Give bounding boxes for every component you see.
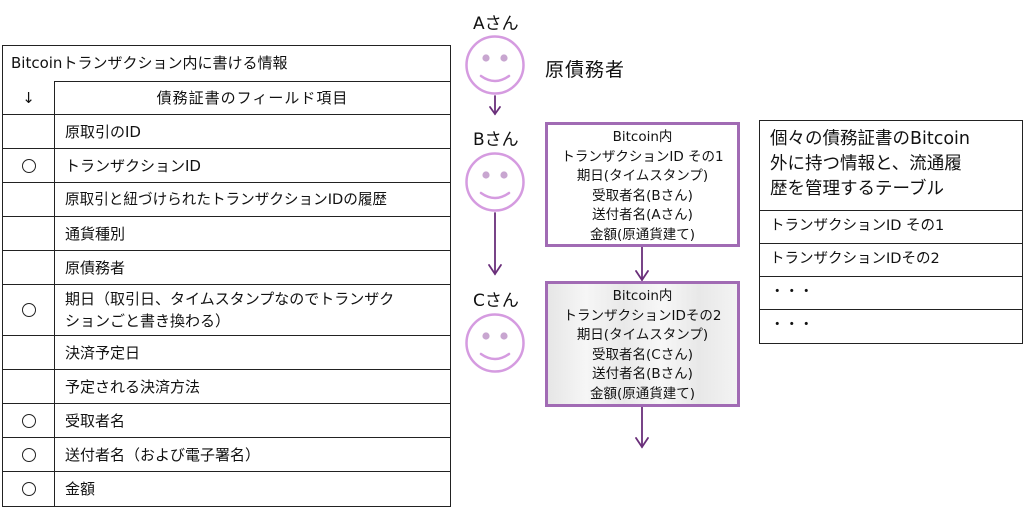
mark-cell xyxy=(3,149,54,182)
field-label: トランザクションID xyxy=(54,149,450,182)
arrow-tx2-to-next xyxy=(635,405,649,449)
field-items-table: Bitcoinトランザクション内に書ける情報 ↓ 債務証書のフィールド項目 原取… xyxy=(2,45,451,507)
role-label-original-debtor: 原債務者 xyxy=(545,59,626,81)
table-header-line: 外に持つ情報と、流通履 xyxy=(770,154,962,174)
tx-line: Bitcoin内 xyxy=(612,129,673,145)
field-label: 通貨種別 xyxy=(54,217,450,250)
circle-mark-icon xyxy=(21,482,36,496)
person-b-label: Bさん xyxy=(473,130,519,150)
table-row: ・・・ xyxy=(760,276,1022,309)
circle-mark-icon xyxy=(21,303,36,317)
table-row: ・・・ xyxy=(760,309,1022,342)
field-label: 受取者名 xyxy=(54,404,450,437)
tx-line: 金額(原通貨建て) xyxy=(589,385,696,402)
table-row: 原債務者 xyxy=(3,250,450,284)
field-label: 原取引と紐づけられたトランザクションIDの履歴 xyxy=(54,183,450,216)
field-label: 期日（取引日、タイムスタンプなのでトランザク ションごと書き換わる） xyxy=(54,285,450,335)
field-label: 金額 xyxy=(54,472,450,506)
mark-cell xyxy=(3,183,54,216)
tx-line: 期日(タイムスタンプ) xyxy=(576,327,709,343)
table-row: 期日（取引日、タイムスタンプなのでトランザク ションごと書き換わる） xyxy=(3,284,450,335)
smiley-face-icon xyxy=(465,35,525,95)
table-title: Bitcoinトランザクション内に書ける情報 xyxy=(11,54,288,72)
table-row: 予定される決済方法 xyxy=(3,369,450,403)
transaction-box-1: Bitcoin内 トランザクションID その1 期日(タイムスタンプ) 受取者名… xyxy=(545,122,740,247)
field-label: 原債務者 xyxy=(54,251,450,284)
field-label-line: ションごと書き換わる） xyxy=(65,312,231,330)
smiley-face-icon xyxy=(465,313,525,373)
arrow-a-to-b xyxy=(489,95,501,116)
table-row: トランザクションID xyxy=(3,148,450,182)
arrow-tx1-to-tx2 xyxy=(635,246,649,282)
tx-line: 送付者名(Aさん) xyxy=(592,207,693,223)
table-header: 個々の債務証書のBitcoin 外に持つ情報と、流通履 歴を管理するテーブル xyxy=(760,121,1022,210)
table-row: トランザクションIDその2 xyxy=(760,243,1022,276)
mark-cell xyxy=(3,336,54,369)
field-label: 原取引のID xyxy=(54,115,450,148)
table-row: 原取引のID xyxy=(3,114,450,148)
field-label-line: 期日（取引日、タイムスタンプなのでトランザク xyxy=(65,290,395,308)
smiley-face-icon xyxy=(465,152,525,212)
mark-cell xyxy=(3,472,54,506)
table-row: 決済予定日 xyxy=(3,335,450,369)
table-header-line: 歴を管理するテーブル xyxy=(770,179,944,199)
table-row: 通貨種別 xyxy=(3,216,450,250)
mark-cell xyxy=(3,370,54,403)
arrow-b-to-c xyxy=(488,212,502,276)
tx-line: 送付者名(Bさん) xyxy=(592,366,693,382)
tx-line: トランザクションID その1 xyxy=(561,148,724,165)
mark-cell xyxy=(3,251,54,284)
tx-line: トランザクションIDその2 xyxy=(563,307,722,324)
circle-mark-icon xyxy=(21,158,36,173)
down-arrow-icon: ↓ xyxy=(22,88,35,107)
circulation-history-table: 個々の債務証書のBitcoin 外に持つ情報と、流通履 歴を管理するテーブル ト… xyxy=(759,120,1023,344)
field-label: 予定される決済方法 xyxy=(54,370,450,403)
person-c-label: Cさん xyxy=(473,291,519,311)
tx-line: 受取者名(Cさん) xyxy=(592,346,693,363)
tx-line: 受取者名(Bさん) xyxy=(592,187,693,204)
table-row: 原取引と紐づけられたトランザクションIDの履歴 xyxy=(3,182,450,216)
field-label: 決済予定日 xyxy=(54,336,450,369)
tx-line: 金額(原通貨建て) xyxy=(589,226,696,243)
table-row: 送付者名（および電子署名） xyxy=(3,437,450,471)
column-header: 債務証書のフィールド項目 xyxy=(54,81,450,114)
mark-cell xyxy=(3,217,54,250)
field-label: 送付者名（および電子署名） xyxy=(54,438,450,471)
table-row: 金額 xyxy=(3,471,450,506)
tx-line: 期日(タイムスタンプ) xyxy=(576,168,709,184)
table-row: 受取者名 xyxy=(3,403,450,437)
mark-cell xyxy=(3,438,54,471)
transaction-box-2: Bitcoin内 トランザクションIDその2 期日(タイムスタンプ) 受取者名(… xyxy=(545,281,740,407)
table-header-line: 個々の債務証書のBitcoin xyxy=(770,129,971,149)
circle-mark-icon xyxy=(21,447,36,462)
tx-line: Bitcoin内 xyxy=(612,288,673,304)
mark-cell xyxy=(3,285,54,335)
table-header-row: ↓ 債務証書のフィールド項目 xyxy=(3,81,450,114)
table-row: トランザクションID その1 xyxy=(760,210,1022,243)
circle-mark-icon xyxy=(21,413,36,428)
person-a-label: Aさん xyxy=(473,14,519,34)
mark-cell xyxy=(3,115,54,148)
mark-cell xyxy=(3,404,54,437)
